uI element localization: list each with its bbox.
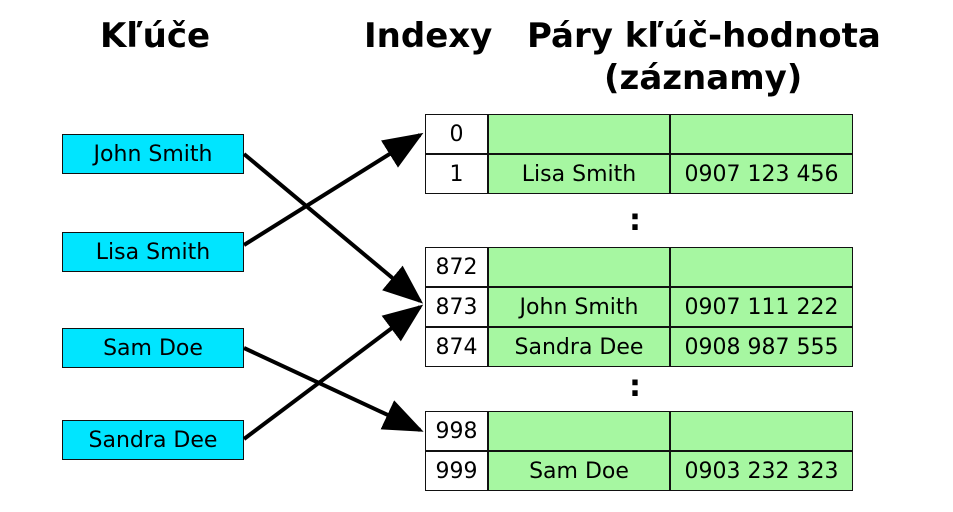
- bucket-index: 999: [425, 451, 488, 491]
- arrow-lisa-smith: [242, 132, 424, 247]
- record-name: John Smith: [488, 287, 670, 327]
- ellipsis: :: [629, 203, 641, 238]
- record-number: 0903 232 323: [670, 451, 853, 491]
- record-number: 0908 987 555: [670, 327, 853, 367]
- record-name: Lisa Smith: [488, 154, 670, 194]
- record-number: [670, 114, 853, 154]
- record-name: [488, 247, 670, 287]
- key-box: Sandra Dee: [62, 420, 244, 460]
- key-box: Sam Doe: [62, 328, 244, 368]
- bucket-index: 0: [425, 114, 488, 154]
- arrow-sam-doe: [243, 346, 424, 432]
- indexes-header: Indexy: [364, 16, 493, 56]
- bucket-index: 998: [425, 411, 488, 451]
- key-box: John Smith: [62, 134, 244, 174]
- record-name: Sam Doe: [488, 451, 670, 491]
- arrow-john-smith: [242, 152, 424, 304]
- key-box: Lisa Smith: [62, 232, 244, 272]
- record-name: Sandra Dee: [488, 327, 670, 367]
- record-number: 0907 111 222: [670, 287, 853, 327]
- arrow-sandra-dee: [242, 304, 424, 441]
- record-number: [670, 411, 853, 451]
- record-number: 0907 123 456: [670, 154, 853, 194]
- bucket-index: 1: [425, 154, 488, 194]
- record-name: [488, 411, 670, 451]
- bucket-index: 873: [425, 287, 488, 327]
- record-number: [670, 247, 853, 287]
- bucket-index: 874: [425, 327, 488, 367]
- ellipsis: :: [629, 369, 641, 404]
- keys-header: Kľúče: [100, 16, 211, 56]
- pairs-header: Páry kľúč-hodnota: [527, 16, 881, 56]
- pairs-subheader: (záznamy): [604, 58, 803, 98]
- bucket-index: 872: [425, 247, 488, 287]
- record-name: [488, 114, 670, 154]
